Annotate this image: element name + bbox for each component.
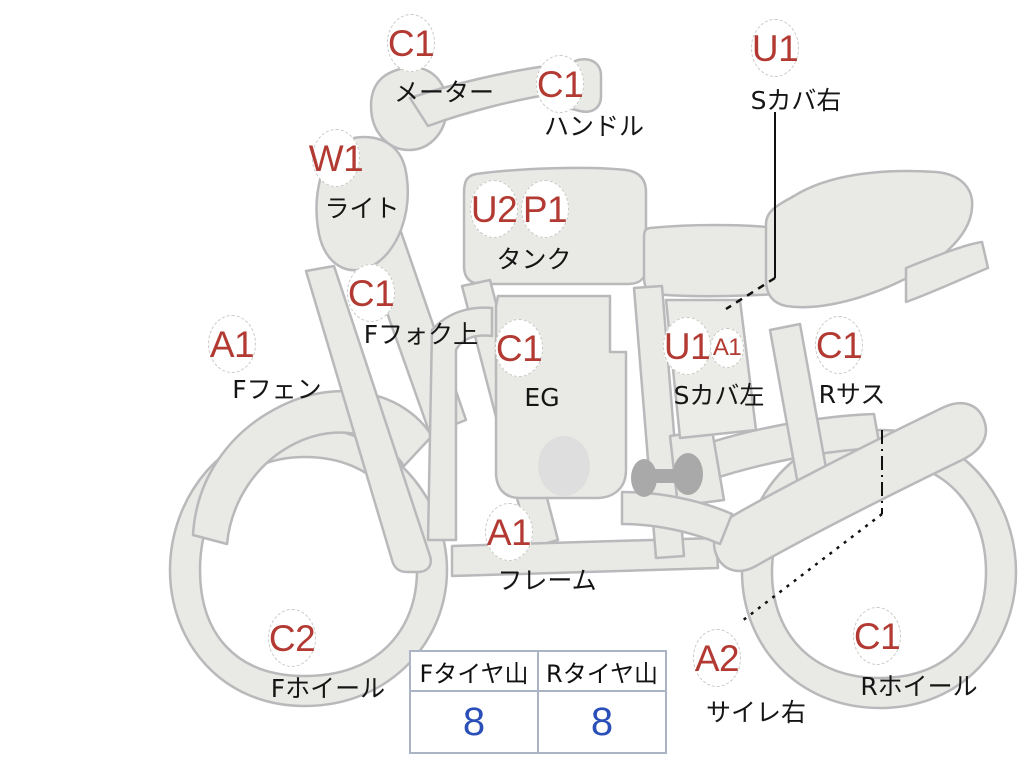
badge-side-cover-right[interactable]: U1 (751, 19, 799, 77)
caption-rear-suspension: Rサス (818, 380, 886, 409)
caption-front-fork-upper: Fフォク上 (363, 320, 479, 349)
footpeg-shape (631, 453, 703, 497)
caption-light: ライト (324, 194, 400, 223)
value-front-tire-depth[interactable]: 8 (409, 690, 539, 754)
badge-frame[interactable]: A1 (485, 503, 533, 561)
caption-tank: タンク (496, 245, 572, 274)
leader-line-silencer-right-dotted (741, 513, 883, 622)
badge-side-cover-left[interactable]: U1 (663, 317, 711, 375)
badge-light[interactable]: W1 (309, 129, 364, 187)
caption-side-cover-left: Sカバ左 (673, 381, 765, 410)
caption-rear-wheel: Rホイール (860, 672, 978, 701)
exhaust-header-shape (620, 490, 734, 546)
tire-depth-table: Fタイヤ山 Rタイヤ山 8 8 (409, 650, 667, 754)
badge-silencer-right[interactable]: A2 (693, 629, 741, 687)
frame-cradle-shape (426, 306, 494, 542)
caption-front-wheel: Fホイール (270, 674, 386, 703)
front-fork-lower-shape (304, 264, 432, 574)
caption-frame: フレーム (497, 566, 597, 595)
engine-case-detail-shape (538, 436, 590, 496)
value-rear-tire-depth[interactable]: 8 (537, 690, 667, 754)
header-rear-tire-depth: Rタイヤ山 (537, 650, 667, 692)
table-header-row: Fタイヤ山 Rタイヤ山 (409, 650, 667, 692)
badge-front-fork-upper[interactable]: C1 (347, 264, 395, 322)
caption-front-fender: Fフェン (232, 375, 322, 404)
badge-rear-wheel[interactable]: C1 (853, 607, 901, 665)
badge-rear-suspension[interactable]: C1 (815, 316, 863, 374)
badge-tank-u2[interactable]: U2 (470, 180, 518, 238)
tail-extension-shape (904, 240, 990, 304)
meter-shape (369, 65, 449, 152)
badge-engine[interactable]: C1 (495, 319, 543, 377)
table-value-row: 8 8 (409, 690, 667, 754)
seat-shape (642, 223, 802, 298)
header-front-tire-depth: Fタイヤ山 (409, 650, 539, 692)
leader-line-scover-right-dashed (725, 276, 776, 311)
badge-meter[interactable]: C1 (387, 14, 435, 72)
caption-silencer-right: サイレ右 (705, 698, 807, 727)
badge-tank-p1[interactable]: P1 (521, 180, 569, 238)
badge-handle[interactable]: C1 (536, 55, 584, 113)
badge-front-fender[interactable]: A1 (208, 315, 256, 373)
caption-handle: ハンドル (543, 112, 645, 141)
caption-engine: EG (524, 383, 560, 412)
badge-side-cover-left-secondary[interactable]: A1 (710, 328, 744, 368)
caption-side-cover-right: Sカバ右 (750, 86, 842, 115)
caption-meter: メーター (393, 78, 495, 107)
muffler-shape (712, 401, 988, 573)
badge-front-wheel[interactable]: C2 (268, 609, 316, 667)
